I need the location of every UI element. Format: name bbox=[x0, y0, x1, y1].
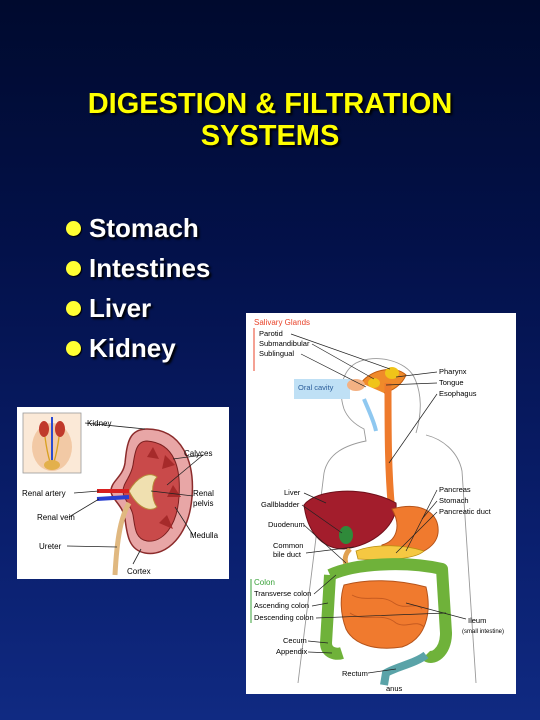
lip-shape bbox=[347, 379, 365, 391]
label-cortex: Cortex bbox=[127, 567, 151, 576]
label-oral-cavity: Oral cavity bbox=[298, 383, 334, 392]
label-pancreatic-duct: Pancreatic duct bbox=[439, 507, 492, 516]
label-appendix: Appendix bbox=[276, 647, 308, 656]
label-esophagus: Esophagus bbox=[439, 389, 477, 398]
digestive-diagram-svg: Salivary Glands Parotid Submandibular Su… bbox=[250, 318, 504, 693]
label-salivary-glands: Salivary Glands bbox=[254, 318, 310, 327]
kidney-diagram: Kidney Calyces Renal artery Renal vein R… bbox=[17, 407, 229, 579]
bullet-dot-icon bbox=[66, 340, 81, 356]
label-colon: Colon bbox=[254, 578, 275, 587]
renal-pyramids bbox=[147, 447, 181, 529]
airway-trachea bbox=[362, 398, 378, 432]
label-pancreas: Pancreas bbox=[439, 485, 471, 494]
label-small-intestine: (small intestine) bbox=[462, 629, 504, 635]
label-sublingual: Sublingual bbox=[259, 349, 294, 358]
bullet-text: Kidney bbox=[89, 332, 176, 363]
liver-shape bbox=[303, 490, 397, 550]
bullet-item-stomach: Stomach bbox=[66, 208, 210, 248]
label-gallbladder: Gallbladder bbox=[261, 500, 300, 509]
bullet-item-kidney: Kidney bbox=[66, 328, 210, 368]
label-ascending-colon: Ascending colon bbox=[254, 601, 309, 610]
label-kidney: Kidney bbox=[87, 419, 111, 428]
label-cecum: Cecum bbox=[283, 636, 307, 645]
bullet-dot-icon bbox=[66, 300, 81, 316]
label-pharynx: Pharynx bbox=[439, 367, 467, 376]
slide-title: DIGESTION & FILTRATION SYSTEMS bbox=[0, 88, 540, 152]
bullet-text: Stomach bbox=[89, 212, 199, 243]
kidney-diagram-svg: Kidney Calyces Renal artery Renal vein R… bbox=[22, 412, 219, 576]
label-duodenum: Duodenum bbox=[268, 520, 305, 529]
bullet-item-intestines: Intestines bbox=[66, 248, 210, 288]
label-transverse-colon: Transverse colon bbox=[254, 589, 311, 598]
slide-title-line2: SYSTEMS bbox=[200, 120, 340, 152]
label-ureter: Ureter bbox=[39, 542, 62, 551]
bullet-list: Stomach Intestines Liver Kidney bbox=[66, 208, 210, 368]
label-tongue: Tongue bbox=[439, 378, 464, 387]
label-submandibular: Submandibular bbox=[259, 339, 310, 348]
renal-vein-vessel bbox=[96, 495, 130, 501]
label-renal-pelvis-line2: pelvis bbox=[193, 499, 213, 508]
label-rectum: Rectum bbox=[342, 669, 368, 678]
label-stomach: Stomach bbox=[439, 496, 469, 505]
label-renal-artery: Renal artery bbox=[22, 489, 66, 498]
esophagus-tube bbox=[384, 382, 396, 514]
tongue-pharynx-shape bbox=[360, 368, 407, 394]
bullet-item-liver: Liver bbox=[66, 288, 210, 328]
label-renal-pelvis-line1: Renal bbox=[193, 489, 214, 498]
inset-left-kidney bbox=[39, 421, 49, 437]
inset-right-kidney bbox=[55, 421, 65, 437]
oral-cavity-box bbox=[294, 379, 350, 399]
gallbladder-shape bbox=[339, 526, 353, 544]
digestive-diagram: Salivary Glands Parotid Submandibular Su… bbox=[246, 313, 516, 694]
ureter-tube bbox=[112, 501, 132, 576]
label-calyces: Calyces bbox=[184, 449, 212, 458]
label-descending-colon: Descending colon bbox=[254, 613, 314, 622]
label-anus: anus bbox=[386, 684, 403, 693]
label-ileum: Ileum bbox=[468, 616, 486, 625]
bullet-dot-icon bbox=[66, 220, 81, 236]
bullet-dot-icon bbox=[66, 260, 81, 276]
label-medulla: Medulla bbox=[190, 531, 219, 540]
bullet-text: Liver bbox=[89, 292, 152, 323]
submandibular-gland bbox=[368, 378, 380, 388]
kidney-leader-lines bbox=[66, 422, 204, 565]
label-common-bile-duct-line2: bile duct bbox=[273, 550, 302, 559]
bullet-text: Intestines bbox=[89, 252, 211, 283]
label-renal-vein: Renal vein bbox=[37, 513, 75, 522]
slide-title-line1: DIGESTION & FILTRATION bbox=[87, 88, 453, 120]
label-parotid: Parotid bbox=[259, 329, 283, 338]
label-common-bile-duct-line1: Common bbox=[273, 541, 303, 550]
digestive-leader-lines bbox=[290, 333, 467, 674]
inset-bladder bbox=[44, 460, 60, 470]
parotid-gland bbox=[385, 367, 399, 379]
label-liver: Liver bbox=[284, 488, 301, 497]
rectum-tube bbox=[380, 651, 429, 686]
